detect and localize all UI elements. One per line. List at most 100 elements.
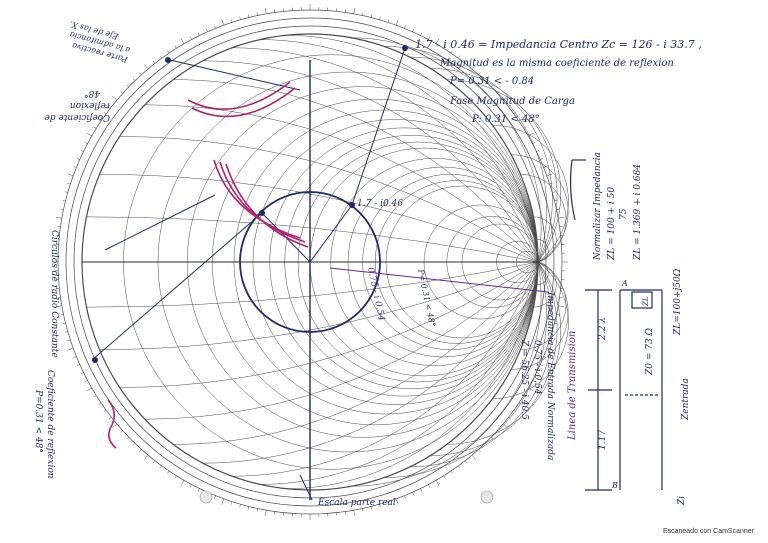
reactance-arc (202, 261, 539, 464)
reactance-arcs (86, 33, 569, 491)
scale-tick (86, 387, 92, 392)
reactance-arc (533, 261, 557, 308)
scale-tick (508, 416, 512, 420)
scale-tick (484, 78, 488, 81)
reactance-arc (202, 60, 539, 263)
left-marker (165, 57, 171, 63)
scale-tick (370, 14, 372, 18)
scale-tick (98, 402, 102, 405)
scale-tick (126, 436, 129, 440)
scale-tick (239, 504, 241, 508)
scale-tick (214, 25, 216, 29)
distance-22-label: 2.2 λ (598, 317, 608, 341)
scale-tick (62, 322, 66, 324)
pointer-to-circles (104, 194, 216, 251)
scale-tick (491, 436, 494, 440)
pointer-to-real-scale (299, 474, 313, 501)
scale-tick (513, 409, 517, 413)
scale-tick (379, 504, 381, 508)
scale-tick (428, 36, 430, 40)
scale-tick (55, 305, 62, 308)
scale-tick (256, 12, 258, 16)
scale-tick (190, 484, 192, 488)
scale-tick (532, 380, 536, 382)
scale-tick (86, 132, 92, 137)
reactance-arc (383, 46, 548, 263)
radius-to-load-point (309, 204, 353, 263)
scale-tick (435, 480, 440, 486)
left-mid-marker (92, 357, 98, 363)
angle-label: 48° (84, 88, 101, 98)
scale-tick (362, 508, 364, 512)
scale-tick (98, 119, 102, 122)
scale-tick (554, 322, 558, 324)
transmission-line-diagram (569, 159, 663, 491)
scale-tick (67, 347, 74, 351)
scale-tick (112, 95, 118, 101)
reactance-arc (99, 261, 539, 350)
normalize-title: Normalizar Impedancia (593, 152, 603, 261)
scale-tick (362, 12, 364, 16)
scale-tick (404, 495, 406, 499)
scale-tick (518, 402, 522, 405)
scale-tick (62, 200, 66, 202)
scale-tick (84, 380, 88, 382)
scale-tick (443, 45, 446, 49)
reactance-arc (86, 261, 539, 308)
binder-hole-right (480, 490, 494, 504)
scale-tick (93, 126, 97, 129)
scale-tick (387, 501, 390, 505)
transmission-line-label: Linea de Transmision (567, 331, 578, 441)
scale-tick (152, 60, 156, 64)
scale-tick (159, 465, 163, 469)
scale-tick (540, 158, 544, 160)
scale-tick (108, 104, 112, 108)
scale-tick (214, 495, 216, 499)
scale-tick (543, 356, 547, 358)
scale-tick (143, 454, 149, 460)
scale-tick (139, 72, 142, 75)
reactance-arc (536, 239, 549, 263)
scale-tick (478, 72, 481, 75)
scale-tick (395, 19, 399, 26)
zl-fraction: ZL = 100 + i 50 (607, 187, 617, 261)
coef-label: Coeficiente de (44, 112, 110, 122)
scale-tick (412, 492, 414, 496)
input-z-note: Z = 56.25 - i 40.5 (519, 339, 529, 420)
highlight-arcs (187, 81, 309, 248)
scale-ring (65, 17, 555, 507)
point-b-label: B (611, 481, 618, 490)
scale-tick (457, 55, 461, 59)
reactance-arc (309, 33, 539, 263)
scale-tick (508, 104, 512, 108)
scale-tick (264, 7, 267, 14)
scale-tick (159, 55, 163, 59)
p-load-note: P: 0.31 < 48° (471, 114, 540, 125)
scale-tick (112, 423, 118, 429)
scanner-watermark: Escaneado con CamScanner (662, 528, 754, 535)
scale-tick (558, 305, 565, 308)
reflection-coef-note: Coeficiente de reflexion (45, 370, 55, 479)
zl-box-label: ZL (642, 296, 650, 307)
reactance-arc (533, 216, 557, 263)
reactance-arc (536, 261, 549, 285)
scale-tick (552, 331, 556, 333)
scale-tick (230, 19, 233, 23)
scale-tick (543, 166, 547, 168)
zl-load-label: ZL=100+j50Ω (673, 268, 683, 336)
scale-tick (67, 339, 71, 342)
reactance-arc (409, 56, 553, 263)
reactance-arc (430, 68, 558, 263)
scale-tick (73, 166, 77, 168)
scale-tick (132, 443, 136, 446)
scale-tick (206, 28, 208, 32)
scale-tick (73, 356, 77, 358)
scale-tick (60, 208, 64, 210)
scale-tick (513, 111, 517, 115)
p-center-note: P= 0.31 < - 0.84 (449, 76, 534, 87)
circle-constant-note: Circulos de radio Constante (49, 230, 59, 358)
real-axis-label: Escala parte real (317, 498, 396, 508)
scale-tick (370, 506, 372, 510)
reactance-arc (231, 261, 539, 477)
scale-tick (167, 470, 170, 474)
